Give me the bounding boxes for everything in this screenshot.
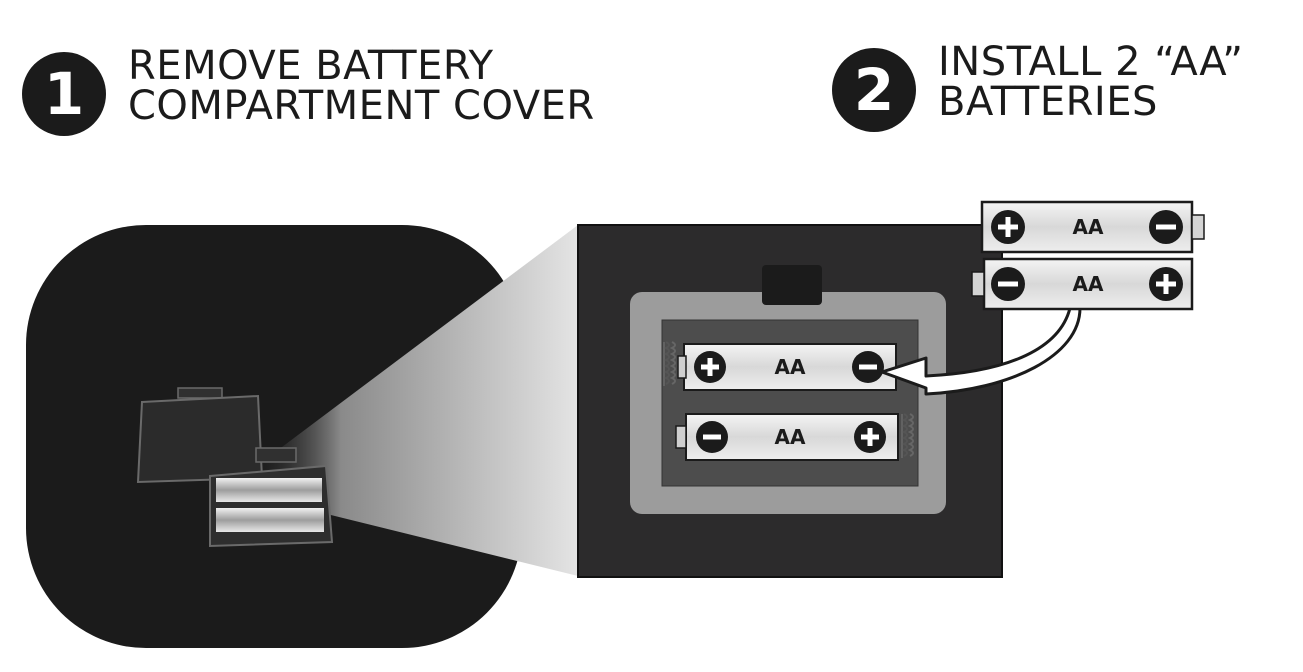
battery-installed-top: AA [677, 343, 897, 391]
curved-arrow-icon [880, 306, 1082, 396]
device-back-view [26, 225, 522, 648]
step-2-line-2: BATTERIES [938, 79, 1158, 125]
step-1: 1 REMOVE BATTERY COMPARTMENT COVER [22, 46, 595, 136]
battery-loose-top: AA [980, 200, 1205, 254]
battery-label: AA [775, 355, 806, 379]
battery-label: AA [775, 425, 806, 449]
step-1-number: 1 [43, 60, 85, 128]
step-2-badge: 2 [832, 48, 916, 132]
battery-label: AA [1073, 215, 1104, 239]
minus-circle-icon [696, 421, 728, 453]
step-2-line-1: INSTALL 2 “AA” [938, 39, 1244, 85]
step-1-badge: 1 [22, 52, 106, 136]
plus-circle-icon [694, 351, 726, 383]
battery-cover-removed [136, 387, 264, 484]
minus-circle-icon [991, 267, 1025, 301]
plus-circle-icon [1149, 267, 1183, 301]
step-1-instruction: REMOVE BATTERY COMPARTMENT COVER [128, 46, 595, 126]
battery-loose-bottom: AA [971, 257, 1194, 311]
minus-circle-icon [1149, 210, 1183, 244]
step-2-instruction: INSTALL 2 “AA” BATTERIES [938, 42, 1243, 122]
step-2-number: 2 [853, 56, 895, 124]
zoom-cone [262, 225, 578, 576]
plus-circle-icon [991, 210, 1025, 244]
battery-label: AA [1073, 272, 1104, 296]
battery-installed-bottom: AA [675, 413, 899, 461]
step-2: 2 INSTALL 2 “AA” BATTERIES [832, 42, 1243, 132]
battery-compartment-small [209, 447, 334, 548]
minus-circle-icon [852, 351, 884, 383]
step-1-line-1: REMOVE BATTERY [128, 43, 494, 89]
plus-circle-icon [854, 421, 886, 453]
cover-latch [762, 265, 822, 305]
step-1-line-2: COMPARTMENT COVER [128, 83, 595, 129]
